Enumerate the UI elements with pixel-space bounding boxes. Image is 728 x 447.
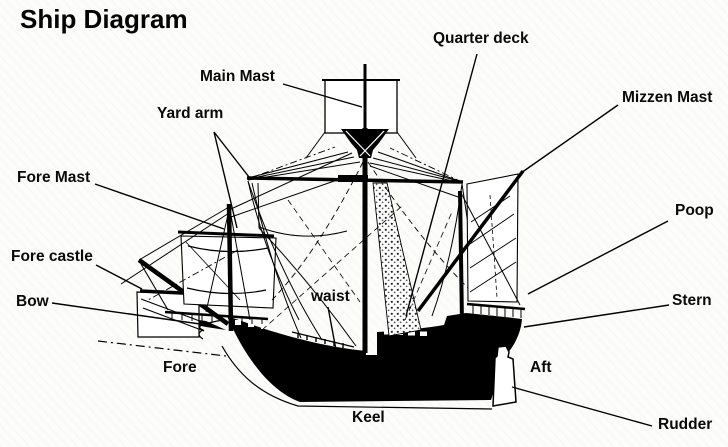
label-rudder: Rudder — [658, 416, 713, 433]
waterline — [97, 340, 227, 357]
rudder-shape — [492, 345, 517, 407]
pointer-yard-arm-fore — [213, 131, 238, 229]
hull-shape — [227, 313, 522, 402]
mizzen-sail — [466, 173, 519, 303]
pointer-rudder — [511, 386, 653, 427]
label-main-mast: Main Mast — [200, 68, 275, 85]
pointer-yard-arm-main — [213, 131, 250, 178]
label-yard-arm: Yard arm — [157, 105, 224, 122]
waist-railing — [291, 331, 355, 348]
label-waist: waist — [311, 288, 350, 305]
label-poop: Poop — [675, 202, 714, 219]
label-aft: Aft — [530, 359, 552, 376]
head-rail-line-2 — [142, 307, 205, 332]
pointer-mizzen-mast — [520, 104, 619, 174]
mizzen-mast-group — [369, 165, 525, 324]
furled-mainsail — [372, 182, 422, 337]
head-rail-line — [140, 298, 206, 324]
label-mizzen-mast: Mizzen Mast — [622, 89, 713, 106]
pointer-poop — [527, 220, 669, 295]
pointer-lines — [51, 53, 670, 427]
crows-nest — [341, 129, 389, 158]
label-bow: Bow — [16, 293, 49, 310]
label-quarter-deck: Quarter deck — [433, 30, 529, 47]
stern-railing — [466, 302, 526, 318]
keel-line — [221, 345, 493, 410]
mizzen-mast-spar — [458, 190, 464, 324]
label-fore-castle: Fore castle — [11, 248, 93, 265]
fore-yard — [177, 230, 275, 238]
pointer-waist — [327, 306, 337, 351]
crows-nest-lattice — [345, 130, 371, 157]
pointer-main-mast — [282, 83, 363, 108]
bobstay-line — [140, 263, 169, 311]
label-fore: Fore — [163, 359, 197, 376]
label-keel: Keel — [352, 409, 385, 426]
mainsail-curves — [251, 182, 453, 347]
crows-nest-lattice-2 — [359, 130, 385, 157]
lateen-yard — [416, 169, 525, 313]
pointer-bow — [51, 302, 201, 325]
fore-mast-spar — [226, 203, 234, 332]
main-rigging — [247, 131, 479, 341]
fore-mast-group — [120, 152, 353, 332]
label-fore-mast: Fore Mast — [17, 169, 91, 186]
pointer-stern — [523, 304, 670, 328]
main-mast-group — [246, 64, 479, 353]
pointer-fore-castle — [95, 264, 143, 290]
page-title: Ship Diagram — [20, 4, 188, 34]
mizzen-rigging — [369, 165, 521, 306]
pointer-quarter-deck — [405, 53, 478, 317]
label-stern: Stern — [672, 292, 712, 309]
hull-group — [97, 289, 526, 410]
pointer-fore-mast — [94, 183, 225, 230]
foresail-crease-2 — [186, 287, 267, 295]
yard-parrel — [338, 175, 368, 182]
